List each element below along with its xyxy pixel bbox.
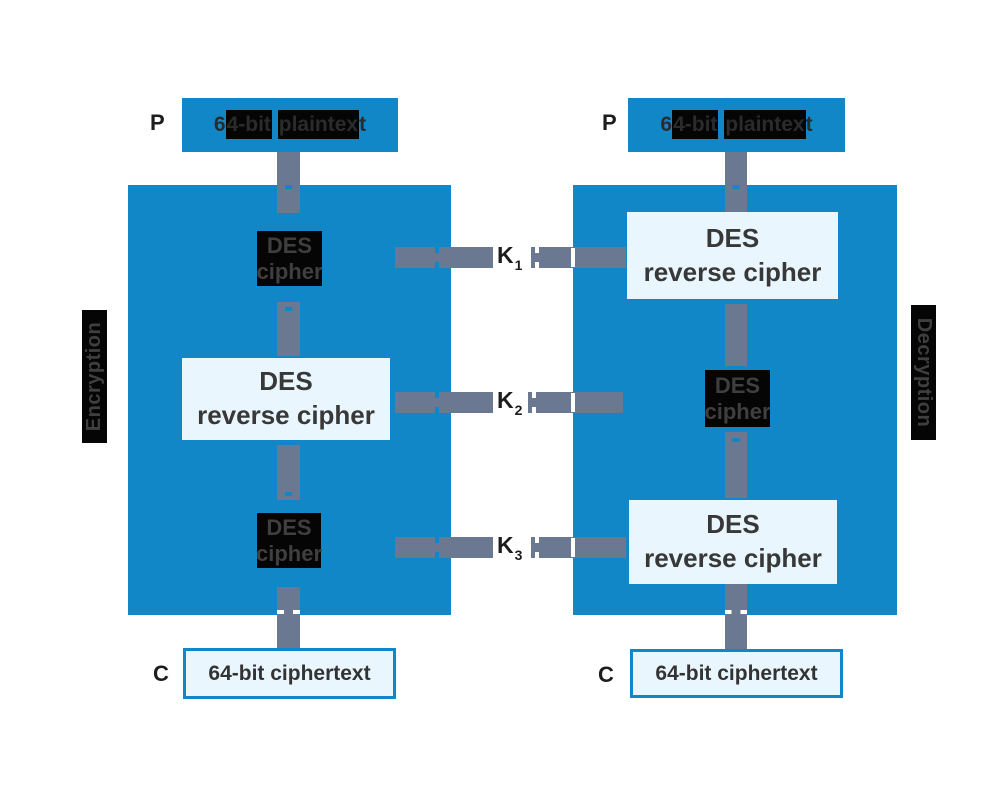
key-label-3: K3	[497, 532, 522, 563]
plaintext-label-right: 64-bit plaintext	[660, 110, 813, 139]
stage-des-cipher-left-1: DES cipher	[256, 231, 323, 286]
decryption-side-label: Decryption	[911, 305, 936, 440]
connector-notch	[277, 185, 300, 189]
plaintext-box-left: 64-bit plaintext	[182, 98, 398, 152]
connector-vertical	[725, 584, 747, 649]
connector-notch	[535, 537, 539, 558]
connector-vertical	[277, 445, 300, 500]
stage-line1: DES	[259, 366, 313, 397]
key-bar-right-2	[528, 392, 623, 413]
ciphertext-box-left: 64-bit ciphertext	[183, 648, 396, 699]
stage-line2: cipher	[704, 398, 771, 424]
connector-vertical	[725, 152, 747, 212]
stage-line1: DES	[706, 509, 760, 540]
stage-line1: DES	[714, 372, 761, 398]
plaintext-symbol-right: P	[602, 110, 617, 135]
stage-line1: DES	[266, 232, 313, 258]
key-bar-left-3	[395, 537, 493, 558]
ciphertext-label-left: 64-bit ciphertext	[208, 661, 371, 685]
key-subscript: 3	[514, 547, 523, 563]
stage-line1: DES	[705, 222, 760, 253]
key-label-2: K2	[497, 387, 522, 418]
stage-line2: reverse cipher	[644, 543, 822, 573]
connector-notch	[571, 393, 575, 412]
ciphertext-symbol-left: C	[153, 661, 169, 686]
connector-notch	[435, 392, 439, 413]
key-bar-left-1	[395, 247, 493, 268]
connector-notch	[435, 537, 439, 558]
connector-notch	[571, 248, 575, 267]
stage-des-cipher-right: DES cipher	[704, 370, 771, 427]
key-subscript: 1	[514, 257, 523, 273]
connector-notch	[535, 247, 539, 268]
connector-vertical	[725, 432, 747, 498]
connector-notch	[725, 438, 747, 442]
encryption-side-label: Encryption	[82, 310, 107, 443]
key-base: K	[497, 242, 514, 268]
connector-notch	[571, 538, 575, 557]
connector-vertical	[277, 587, 300, 648]
key-bar-right-3	[531, 537, 626, 558]
connector-vertical	[277, 152, 300, 213]
connector-vertical	[725, 304, 747, 366]
connector-vertical	[277, 302, 300, 356]
ciphertext-symbol-right: C	[598, 662, 614, 687]
connector-notch	[277, 610, 300, 614]
stage-des-reverse-cipher-right-1: DES reverse cipher	[627, 212, 838, 299]
stage-line2: cipher	[256, 258, 323, 284]
plaintext-label-left: 64-bit plaintext	[214, 110, 366, 139]
connector-notch	[435, 247, 439, 268]
plaintext-symbol-left: P	[150, 110, 165, 135]
key-label-1: K1	[497, 242, 522, 273]
stage-des-cipher-left-2: DES cipher	[255, 513, 323, 568]
stage-line2: reverse cipher	[643, 256, 822, 287]
connector-notch	[277, 492, 300, 496]
key-bar-right-1	[531, 247, 626, 268]
stage-line2: cipher	[255, 540, 323, 566]
stage-des-reverse-cipher-right-2: DES reverse cipher	[629, 500, 837, 584]
connector-notch	[725, 185, 747, 189]
ciphertext-label-right: 64-bit ciphertext	[655, 661, 818, 685]
key-base: K	[497, 532, 514, 558]
stage-des-reverse-cipher-left: DES reverse cipher	[182, 358, 390, 440]
connector-notch	[532, 392, 536, 413]
connector-notch	[277, 307, 300, 311]
stage-line1: DES	[266, 514, 312, 540]
key-bar-left-2	[395, 392, 493, 413]
key-base: K	[497, 387, 514, 413]
key-subscript: 2	[514, 402, 523, 418]
ciphertext-box-right: 64-bit ciphertext	[630, 649, 843, 698]
plaintext-box-right: 64-bit plaintext	[628, 98, 845, 152]
connector-notch	[725, 610, 747, 614]
stage-line2: reverse cipher	[197, 400, 375, 430]
